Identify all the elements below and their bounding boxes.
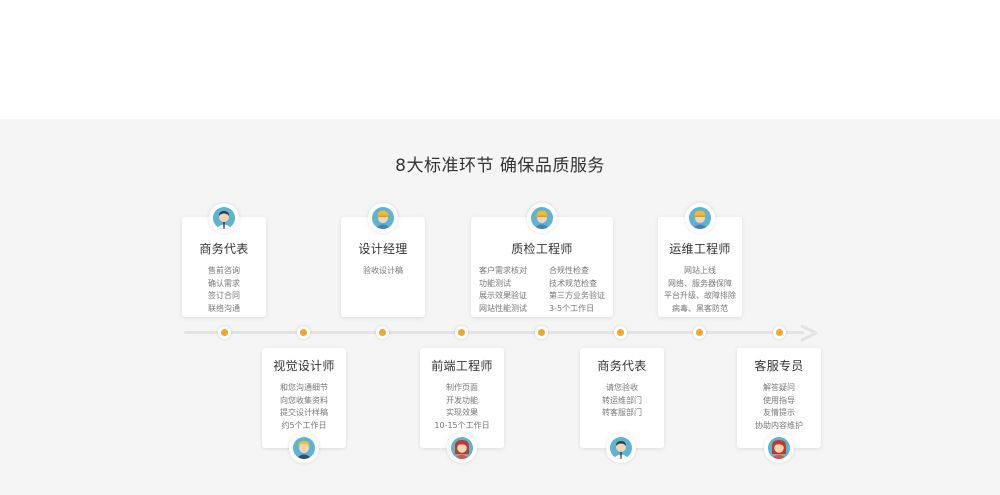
process-card: 商务代表 请您验收 转运维部门 转客服部门 (580, 348, 664, 448)
card-item: 展示效果验证 (479, 291, 527, 300)
card-items-left: 客户需求核对 功能测试 展示效果验证 网站性能测试 (479, 265, 527, 315)
card-item: 约5个工作日 (281, 420, 327, 430)
businessman-icon (209, 203, 239, 233)
card-item: 网站上线 (684, 266, 716, 275)
card-item: 验收设计稿 (363, 266, 403, 275)
card-items: 验收设计稿 (341, 265, 425, 278)
card-item: 提交设计样稿 (280, 408, 328, 417)
card-items: 售前咨询 确认需求 签订合同 联络沟通 (182, 265, 266, 315)
card-item: 协助内容维护 (755, 420, 803, 430)
card-item: 使用指导 (763, 395, 795, 405)
card-item: 友情提示 (763, 408, 795, 417)
card-item: 第三方业务验证 (549, 291, 605, 300)
card-item: 3-5个工作日 (549, 303, 595, 313)
card-title: 前端工程师 (431, 359, 493, 373)
card-items-right: 合规性检查 技术规范检查 第三方业务验证 3-5个工作日 (549, 265, 605, 315)
engineer-icon (685, 203, 715, 233)
card-item: 合规性检查 (549, 266, 589, 275)
card-item: 确认需求 (208, 278, 240, 288)
process-card: 前端工程师 制作页面 开发功能 实现效果 10-15个工作日 (420, 348, 504, 448)
process-card: 视觉设计师 和您沟通细节 向您收集资料 提交设计样稿 约5个工作日 (262, 348, 346, 448)
card-item: 平台升级、故障排除 (664, 291, 736, 300)
card-item: 网站性能测试 (479, 303, 527, 313)
card-title: 视觉设计师 (273, 359, 335, 373)
timeline-dot (218, 326, 231, 339)
card-item: 网络、服务器保障 (668, 278, 732, 288)
card-item: 联络沟通 (208, 303, 240, 313)
timeline-dot (376, 326, 389, 339)
card-title: 商务代表 (597, 359, 647, 373)
card-item: 技术规范检查 (549, 278, 597, 288)
card-items: 制作页面 开发功能 实现效果 10-15个工作日 (420, 382, 504, 432)
designer-icon (289, 433, 319, 463)
businessman-icon (606, 433, 636, 463)
process-card: 运维工程师 网站上线 网络、服务器保障 平台升级、故障排除 病毒、黑客防范 (658, 217, 742, 317)
timeline-line (184, 331, 804, 334)
woman-icon (764, 433, 794, 463)
card-item: 制作页面 (446, 383, 478, 392)
card-item: 转客服部门 (602, 408, 642, 417)
card-item: 和您沟通细节 (280, 383, 328, 392)
card-title: 商务代表 (199, 242, 249, 256)
card-item: 转运维部门 (602, 395, 642, 405)
card-item: 客户需求核对 (479, 266, 527, 275)
card-items: 请您验收 转运维部门 转客服部门 (580, 382, 664, 420)
card-item: 售前咨询 (208, 266, 240, 275)
card-title: 质检工程师 (511, 242, 573, 256)
top-blank-area (0, 0, 1000, 119)
engineer-icon (527, 203, 557, 233)
card-item: 签订合同 (208, 291, 240, 300)
card-item: 向您收集资料 (280, 395, 328, 405)
timeline-dot (535, 326, 548, 339)
card-title: 运维工程师 (669, 242, 731, 256)
process-card: 设计经理 验收设计稿 (341, 217, 425, 317)
woman-icon (447, 433, 477, 463)
card-item: 请您验收 (606, 383, 638, 392)
card-items: 解答疑问 使用指导 友情提示 协助内容维护 (737, 382, 821, 432)
card-item: 10-15个工作日 (434, 420, 490, 430)
timeline-dot (693, 326, 706, 339)
process-card: 客服专员 解答疑问 使用指导 友情提示 协助内容维护 (737, 348, 821, 448)
card-item: 开发功能 (446, 395, 478, 405)
section-title: 8大标准环节 确保品质服务 (395, 156, 605, 176)
card-item: 病毒、黑客防范 (672, 303, 728, 313)
timeline-dot (297, 326, 310, 339)
card-items: 客户需求核对 功能测试 展示效果验证 网站性能测试 合规性检查 技术规范检查 第… (471, 265, 613, 315)
engineer-icon (368, 203, 398, 233)
card-title: 客服专员 (754, 359, 804, 373)
card-title: 设计经理 (358, 242, 408, 256)
timeline-dot (773, 326, 786, 339)
timeline-dot (455, 326, 468, 339)
process-card: 质检工程师 客户需求核对 功能测试 展示效果验证 网站性能测试 合规性检查 技术… (471, 217, 613, 317)
timeline-dot (614, 326, 627, 339)
card-items: 网站上线 网络、服务器保障 平台升级、故障排除 病毒、黑客防范 (658, 265, 742, 315)
card-items: 和您沟通细节 向您收集资料 提交设计样稿 约5个工作日 (262, 382, 346, 432)
card-item: 实现效果 (446, 408, 478, 417)
card-item: 解答疑问 (763, 383, 795, 392)
card-item: 功能测试 (479, 278, 511, 288)
process-card: 商务代表 售前咨询 确认需求 签订合同 联络沟通 (182, 217, 266, 317)
